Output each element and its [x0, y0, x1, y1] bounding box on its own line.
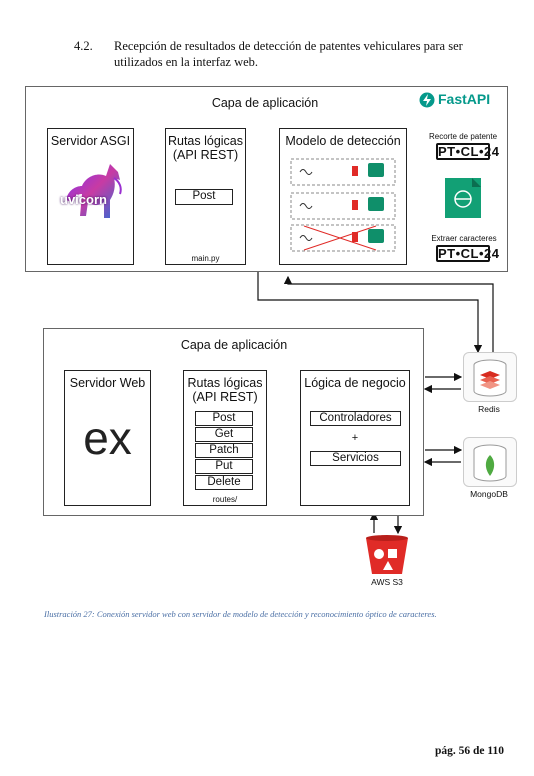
mongodb-card	[463, 437, 517, 487]
extract-label: Extraer caracteres	[431, 234, 497, 243]
page-number: pág. 56 de 110	[434, 745, 504, 757]
unicorn-icon	[66, 164, 122, 218]
plate-crop: PT•CL•24	[436, 143, 500, 160]
model-instances	[290, 158, 396, 256]
web-server-title: Servidor Web	[69, 376, 146, 390]
section-number: 4.2.	[74, 39, 93, 53]
fastapi-label: FastAPI	[438, 91, 491, 107]
route-patch[interactable]: Patch	[195, 443, 253, 458]
bottom-layer-title: Capa de aplicación	[180, 338, 288, 352]
top-routes-title: Rutas lógicas (API REST)	[165, 134, 246, 162]
s3-bucket	[364, 534, 410, 576]
post-endpoint[interactable]: Post	[175, 189, 233, 205]
routes-folder-label: routes/	[212, 495, 238, 504]
model-instances-graphic	[290, 158, 396, 252]
ocr-icon	[445, 178, 481, 218]
redis-icon	[473, 359, 507, 397]
bottom-routes-title: Rutas lógicas (API REST)	[183, 376, 267, 404]
mongodb-icon	[473, 444, 507, 482]
section-title: Recepción de resultados de detección de …	[114, 39, 463, 69]
uvicorn-logo: uvicorn	[58, 160, 128, 232]
fastapi-bolt-icon	[419, 92, 435, 108]
web-server-box	[64, 370, 151, 506]
plate-extracted: PT•CL•24	[436, 245, 500, 262]
route-delete[interactable]: Delete	[195, 475, 253, 490]
redis-label: Redis	[478, 404, 500, 414]
route-get[interactable]: Get	[195, 427, 253, 442]
plus-sign: +	[351, 432, 359, 444]
detection-model-title: Modelo de detección	[285, 134, 401, 148]
business-logic-title: Lógica de negocio	[304, 376, 406, 390]
asgi-server-title: Servidor ASGI	[50, 134, 131, 148]
figure-caption: Ilustración 27: Conexión servidor web co…	[44, 609, 437, 619]
mongodb-label: MongoDB	[470, 489, 508, 499]
redis-card	[463, 352, 517, 402]
top-routes-title-line2: (API REST)	[172, 148, 239, 162]
bottom-routes-title-line1: Rutas lógicas	[187, 376, 263, 390]
crop-label: Recorte de patente	[428, 132, 498, 141]
bottom-routes-title-line2: (API REST)	[192, 390, 258, 404]
uvicorn-logo-text: uvicorn	[60, 192, 107, 207]
fastapi-logo: FastAPI	[419, 91, 505, 109]
services-box: Servicios	[310, 451, 401, 466]
main-py-label: main.py	[191, 254, 220, 263]
route-put[interactable]: Put	[195, 459, 253, 474]
s3-label: AWS S3	[371, 577, 403, 587]
top-routes-title-line1: Rutas lógicas	[167, 134, 244, 148]
route-post[interactable]: Post	[195, 411, 253, 426]
s3-icon	[366, 535, 408, 574]
business-logic-box	[300, 370, 410, 506]
top-layer-title: Capa de aplicación	[211, 96, 319, 110]
express-logo: ex	[83, 412, 132, 464]
ocr-document-icon	[444, 177, 482, 219]
controllers-box: Controladores	[310, 411, 401, 426]
